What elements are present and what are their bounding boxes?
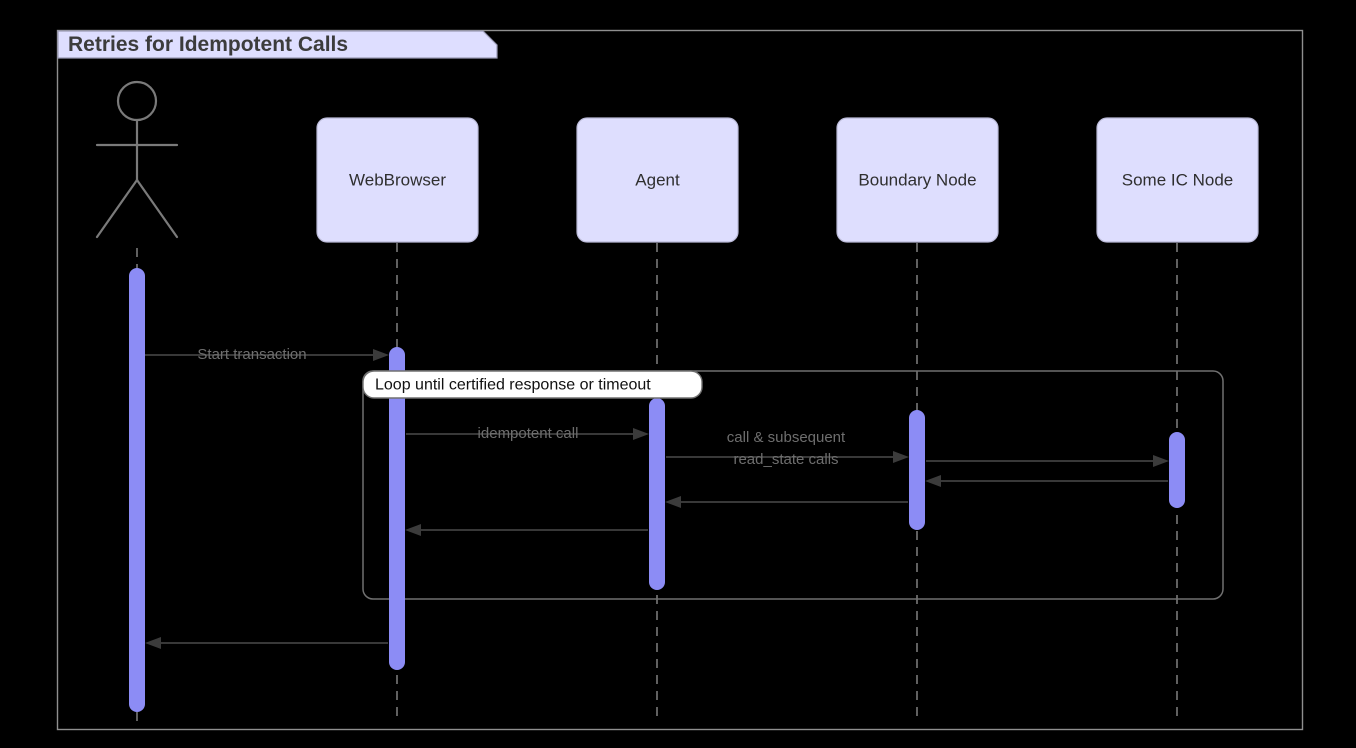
message-label-start-transaction: Start transaction bbox=[197, 346, 306, 363]
activation-bar-some-ic-node bbox=[1169, 432, 1185, 508]
participant-label-agent: Agent bbox=[635, 170, 680, 189]
activation-bar-agent bbox=[649, 398, 665, 590]
participant-box-webbrowser[interactable] bbox=[316, 117, 479, 243]
message-boundary-to-ic-node bbox=[926, 455, 1169, 467]
loop-fragment-box bbox=[362, 370, 1224, 600]
activation-bar-actor bbox=[129, 268, 145, 712]
message-label-read-state-calls: read_state calls bbox=[733, 451, 838, 468]
participant-some-ic-node[interactable]: Some IC Node bbox=[1096, 117, 1259, 243]
diagram-title-tab bbox=[57, 30, 498, 59]
message-arrowhead bbox=[373, 349, 389, 361]
loop-fragment-label-text: Loop until certified response or timeout bbox=[375, 377, 651, 394]
activation-bar-webbrowser bbox=[389, 347, 405, 670]
diagram-frame bbox=[56, 29, 1304, 731]
message-arrowhead bbox=[405, 524, 421, 536]
diagram-title: Retries for Idempotent Calls bbox=[68, 33, 348, 56]
message-arrowhead bbox=[925, 475, 941, 487]
participant-agent[interactable]: Agent bbox=[576, 117, 739, 243]
actor-figure bbox=[95, 80, 179, 239]
message-agent-to-webbrowser-return bbox=[405, 524, 648, 536]
message-call-and-subsequent-read-state-calls: call & subsequent read_state calls bbox=[666, 429, 909, 468]
message-ic-node-to-boundary-return bbox=[925, 475, 1168, 487]
message-webbrowser-to-actor-return bbox=[145, 637, 388, 649]
activation-bar-boundary-node bbox=[909, 410, 925, 530]
actor-leg-left bbox=[95, 178, 139, 239]
message-boundary-to-agent-return bbox=[665, 496, 908, 508]
participant-box-agent[interactable] bbox=[576, 117, 739, 243]
message-label-call-and-subsequent: call & subsequent bbox=[727, 429, 846, 446]
participant-label-boundary-node: Boundary Node bbox=[858, 170, 976, 189]
participant-boundary-node[interactable]: Boundary Node bbox=[836, 117, 999, 243]
participant-box-boundary-node[interactable] bbox=[836, 117, 999, 243]
message-arrowhead bbox=[665, 496, 681, 508]
participant-label-webbrowser: WebBrowser bbox=[349, 170, 446, 189]
participant-box-some-ic-node[interactable] bbox=[1096, 117, 1259, 243]
actor-leg-right bbox=[135, 178, 179, 239]
actor-head-icon bbox=[116, 80, 158, 122]
message-start-transaction: Start transaction bbox=[145, 346, 389, 363]
message-idempotent-call: idempotent call bbox=[406, 425, 649, 442]
loop-fragment-label: Loop until certified response or timeout bbox=[362, 370, 703, 399]
loop-fragment-label-box bbox=[362, 370, 703, 399]
message-label-idempotent-call: idempotent call bbox=[478, 425, 579, 442]
message-arrowhead bbox=[893, 451, 909, 463]
participant-webbrowser[interactable]: WebBrowser bbox=[316, 117, 479, 243]
participant-label-some-ic-node: Some IC Node bbox=[1122, 170, 1234, 189]
message-arrowhead bbox=[1153, 455, 1169, 467]
message-arrowhead bbox=[145, 637, 161, 649]
message-arrowhead bbox=[633, 428, 649, 440]
